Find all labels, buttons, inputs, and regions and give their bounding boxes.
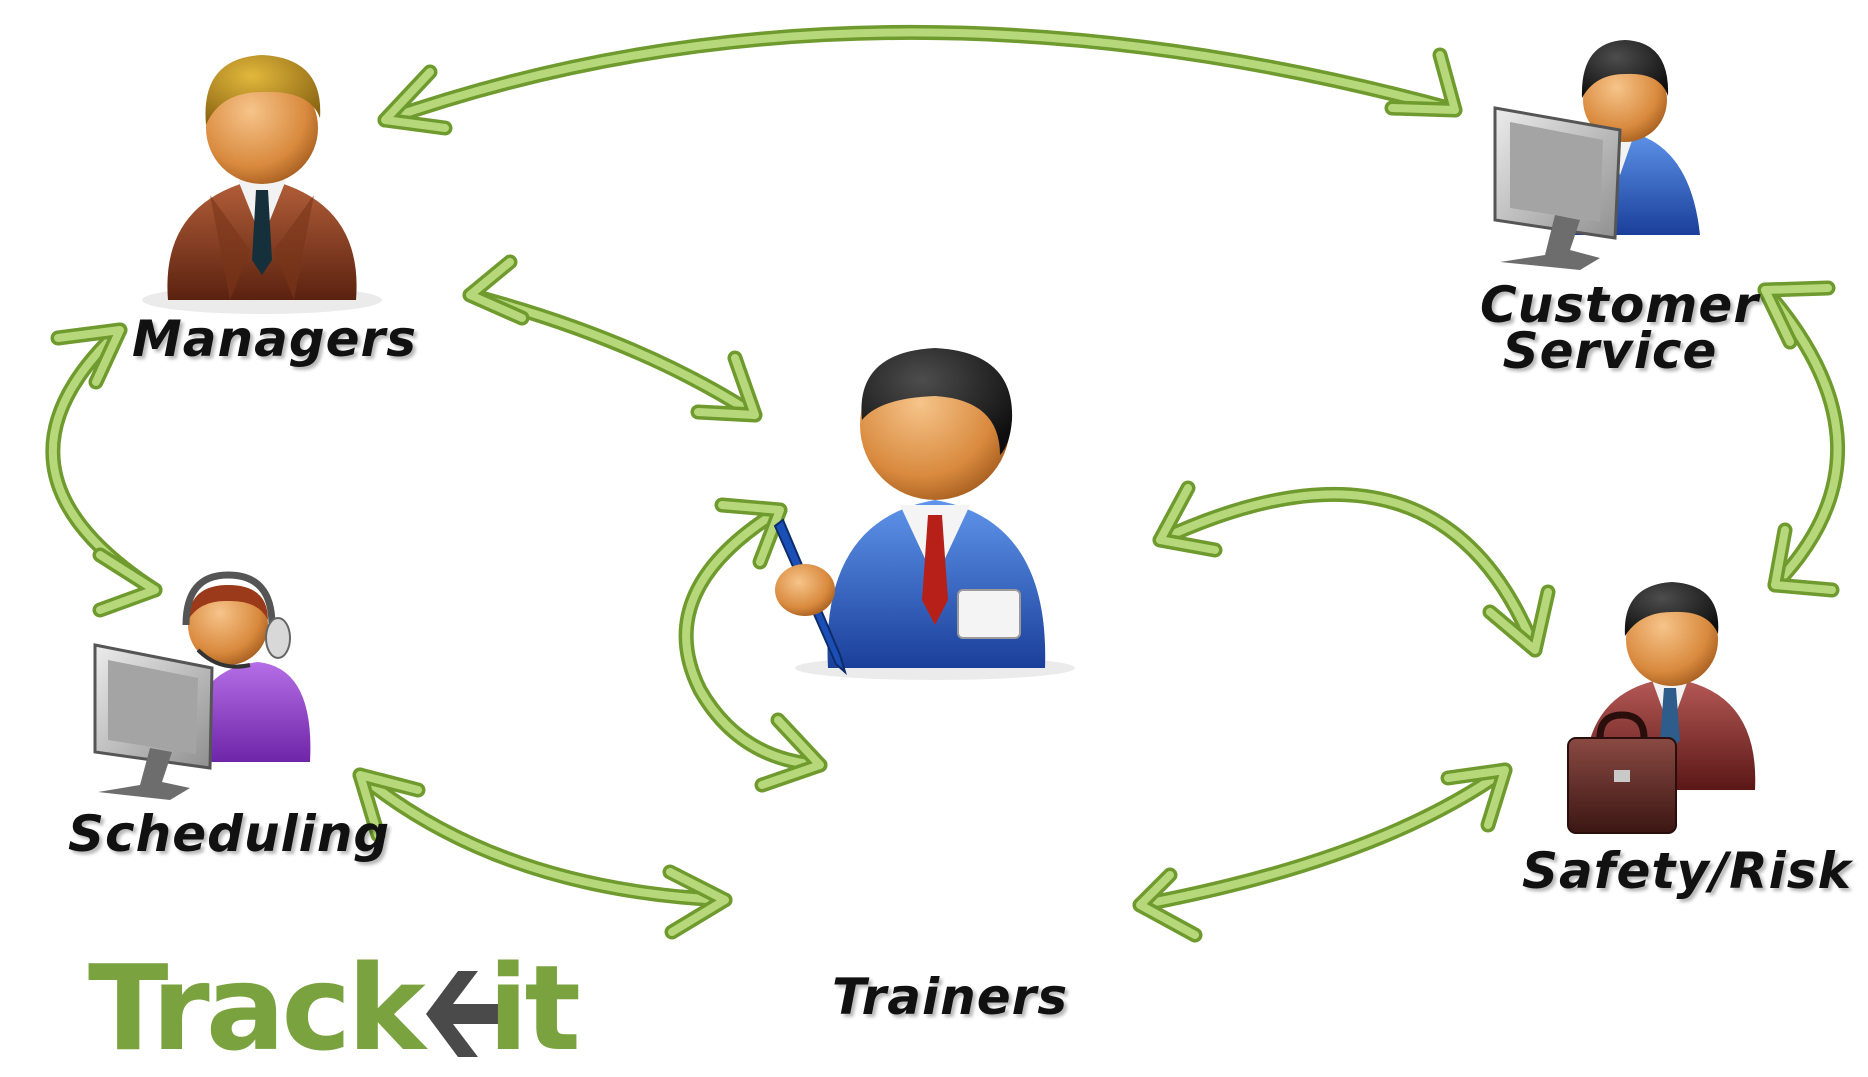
safety-risk-label: Safety/Risk	[1522, 842, 1852, 900]
customer-service-computer-icon	[1493, 40, 1700, 270]
arrow-customer-service-safety-risk	[1757, 280, 1845, 598]
arrow-center-safety-risk	[1152, 480, 1556, 658]
managers-label: Managers	[132, 310, 417, 368]
logo-text-track: Track	[88, 939, 426, 1077]
arrow-trainers-safety-risk	[1132, 762, 1513, 943]
scheduling-label: Scheduling	[68, 805, 391, 863]
central-employee-badge-icon	[773, 348, 1075, 680]
logo-back-arrow-icon	[426, 971, 510, 1057]
arrow-managers-customer-service	[377, 24, 1463, 136]
arrow-scheduling-trainers	[352, 767, 733, 940]
arrow-managers-scheduling	[45, 322, 163, 618]
logo-text-it: it	[488, 939, 581, 1077]
customer-service-label-line1: Customer	[1480, 276, 1759, 334]
arrow-center-trainers	[678, 497, 828, 793]
arrow-managers-center	[462, 254, 763, 423]
trainers-label: Trainers	[832, 968, 1069, 1026]
safety-risk-briefcase-icon	[1567, 582, 1756, 834]
id-badge-icon	[957, 589, 1021, 639]
manager-person-icon	[142, 55, 382, 314]
customer-service-label-line2: Service	[1502, 322, 1718, 380]
customer-service-label: Customer Service	[1480, 276, 1759, 380]
scheduling-headset-icon	[93, 571, 311, 800]
